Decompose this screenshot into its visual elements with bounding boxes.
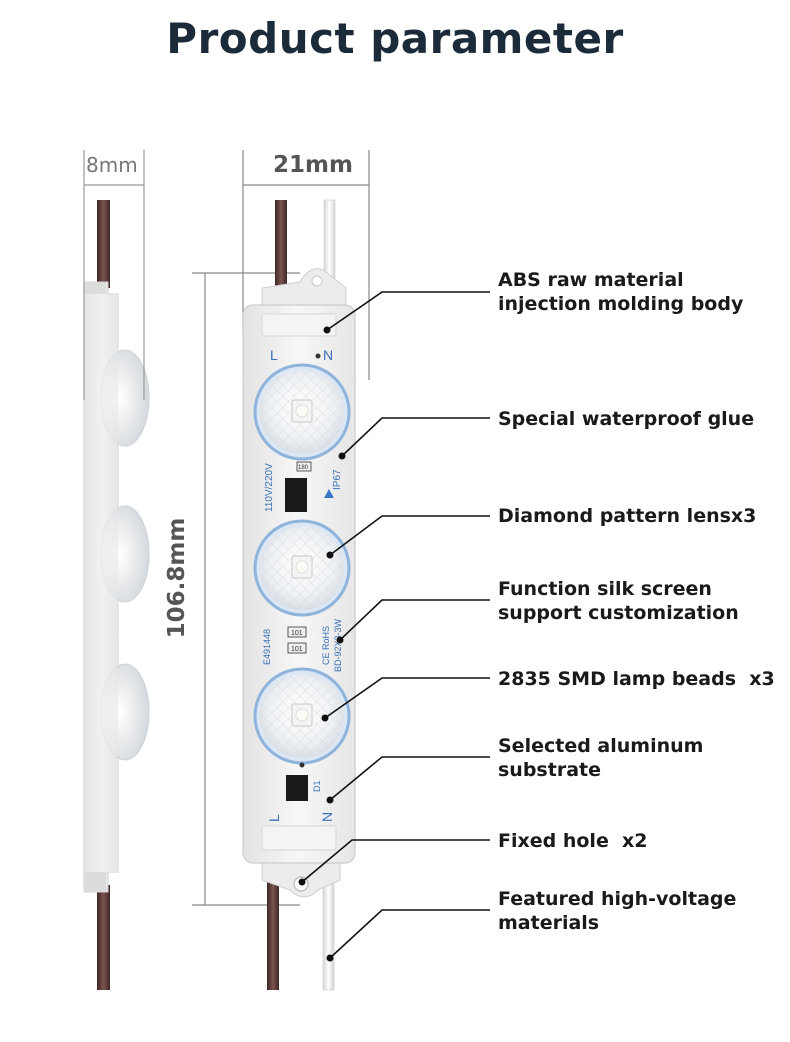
callout-line: Featured high-voltage bbox=[498, 888, 737, 910]
callout-line: 2835 SMD lamp beads x3 bbox=[498, 668, 775, 690]
callout-line: Special waterproof glue bbox=[498, 408, 755, 430]
resistor-1-code: 101 bbox=[291, 630, 303, 637]
callout-abs-body: ABS raw material injection molding body bbox=[498, 268, 743, 316]
callout-high-voltage: Featured high-voltage materials bbox=[498, 887, 736, 935]
module-print: L N L N 110V/220V IP67 180 101 101 E4914… bbox=[262, 347, 343, 822]
leader-lines bbox=[301, 291, 490, 959]
side-wire-top bbox=[97, 200, 110, 288]
resistor-2-code: 101 bbox=[291, 646, 303, 653]
callout-line: injection molding body bbox=[498, 293, 744, 315]
callout-line: ABS raw material bbox=[498, 269, 684, 291]
dim-thickness-label: 8mm bbox=[86, 153, 138, 177]
side-wire-bottom bbox=[97, 885, 110, 990]
dim-thickness-lines bbox=[83, 150, 145, 400]
callout-aluminum-substrate: Selected aluminum substrate bbox=[498, 734, 703, 782]
ip-rating-label: IP67 bbox=[332, 469, 343, 490]
lens-2 bbox=[253, 519, 351, 617]
warning-triangle-icon bbox=[324, 489, 334, 498]
callout-diamond-lens: Diamond pattern lensx3 bbox=[498, 504, 756, 528]
ic-chip-1 bbox=[285, 478, 307, 512]
callout-line: Fixed hole x2 bbox=[498, 830, 648, 852]
lens-3 bbox=[253, 667, 351, 765]
leader-dots bbox=[298, 326, 346, 962]
voltage-label: 110V/220V bbox=[264, 463, 275, 512]
callout-line: Function silk screen bbox=[498, 578, 712, 600]
cert-ul-label: E491448 bbox=[262, 629, 272, 665]
callout-smd-beads: 2835 SMD lamp beads x3 bbox=[498, 667, 775, 691]
callout-waterproof-glue: Special waterproof glue bbox=[498, 407, 754, 431]
pin-left-top: L bbox=[270, 347, 278, 363]
callout-line: Diamond pattern lensx3 bbox=[498, 505, 757, 527]
cert-ce-label: CE RoHS bbox=[321, 626, 331, 665]
model-label: BD-92X3-3W bbox=[333, 618, 343, 672]
resistor-2 bbox=[287, 642, 307, 654]
dim-length-label: 106.8mm bbox=[164, 517, 190, 639]
resistor-top-code: 180 bbox=[298, 465, 309, 471]
ic-chip-2 bbox=[286, 775, 308, 801]
callout-line: Selected aluminum bbox=[498, 735, 704, 757]
resistor-top bbox=[296, 461, 312, 472]
dim-width-lines bbox=[242, 150, 370, 380]
pin-left-bottom: L bbox=[266, 814, 282, 822]
page-title: Product parameter bbox=[166, 14, 624, 63]
resistor-1 bbox=[287, 626, 307, 638]
wire-brown-bottom bbox=[267, 880, 279, 990]
callout-line: materials bbox=[498, 912, 600, 934]
lens-1 bbox=[253, 363, 351, 461]
pin-right-bottom: N bbox=[319, 812, 335, 822]
side-view bbox=[83, 200, 150, 990]
front-view bbox=[242, 199, 356, 991]
callout-line: substrate bbox=[498, 759, 601, 781]
wire-white-bottom bbox=[322, 879, 335, 991]
pin-right-top: N bbox=[323, 347, 333, 363]
callout-fixed-hole: Fixed hole x2 bbox=[498, 829, 648, 853]
callout-line: support customization bbox=[498, 602, 739, 624]
wire-brown-top bbox=[275, 200, 287, 290]
dim-width-label: 21mm bbox=[273, 152, 353, 178]
diode-label: D1 bbox=[312, 780, 322, 792]
callout-silk-screen: Function silk screen support customizati… bbox=[498, 577, 739, 625]
